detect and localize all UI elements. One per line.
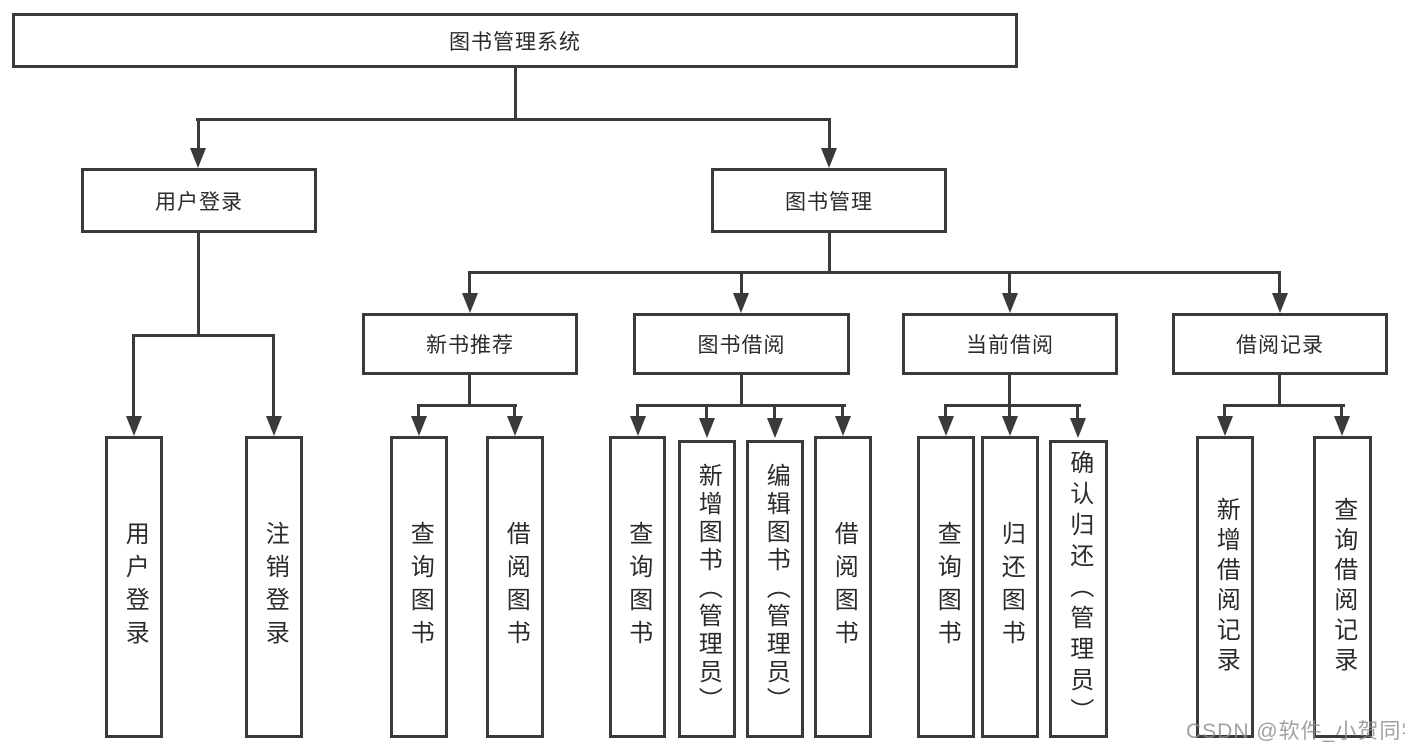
node-root: 图书管理系统 xyxy=(12,13,1018,68)
node-new-book-recommend: 新书推荐 xyxy=(362,313,578,375)
leaf-confirm-return-admin: 确认归还（管理员） xyxy=(1049,440,1108,738)
leaf-confirm-return-admin-label: 确认归还（管理员） xyxy=(1065,449,1093,729)
leaf-add-books-admin-label: 新增图书（管理员） xyxy=(694,463,722,715)
arrow-down-icon xyxy=(835,416,851,436)
node-user-login-label: 用户登录 xyxy=(155,190,243,214)
connector-vline xyxy=(514,68,517,120)
connector-vline xyxy=(636,404,639,420)
connector-hline xyxy=(417,404,517,407)
arrow-down-icon xyxy=(266,416,282,436)
connector-hline xyxy=(468,271,1281,274)
connector-vline xyxy=(513,404,516,420)
leaf-current-query-books-label: 查询图书 xyxy=(933,521,961,653)
arrow-down-icon xyxy=(1002,293,1018,313)
connector-vline xyxy=(468,271,471,297)
arrow-down-icon xyxy=(507,416,523,436)
node-new-book-recommend-label: 新书推荐 xyxy=(426,334,514,357)
leaf-edit-books-admin-label: 编辑图书（管理员） xyxy=(762,463,790,715)
connector-vline xyxy=(1340,404,1343,420)
connector-vline xyxy=(1076,404,1079,420)
leaf-recommend-query-books-label: 查询图书 xyxy=(406,521,434,653)
leaf-borrowing-query-books: 查询图书 xyxy=(609,436,666,738)
connector-vline xyxy=(197,233,200,337)
connector-vline xyxy=(197,118,200,152)
node-user-login: 用户登录 xyxy=(81,168,317,233)
connector-vline xyxy=(740,375,743,407)
node-root-label: 图书管理系统 xyxy=(449,30,581,54)
connector-vline xyxy=(828,233,831,274)
connector-vline xyxy=(828,118,831,152)
connector-vline xyxy=(1223,404,1226,420)
leaf-recommend-query-books: 查询图书 xyxy=(390,436,448,738)
arrow-down-icon xyxy=(126,416,142,436)
leaf-logout-label: 注销登录 xyxy=(261,521,289,653)
leaf-current-query-books: 查询图书 xyxy=(917,436,975,738)
arrow-down-icon xyxy=(733,293,749,313)
leaf-borrowing-borrow-books: 借阅图书 xyxy=(814,436,872,738)
connector-vline xyxy=(841,404,844,420)
connector-vline xyxy=(1008,404,1011,420)
csdn-watermark: CSDN @软件_小贺同学 xyxy=(1186,720,1405,743)
arrow-down-icon xyxy=(938,416,954,436)
arrow-down-icon xyxy=(411,416,427,436)
connector-vline xyxy=(1278,271,1281,297)
connector-vline xyxy=(944,404,947,420)
connector-hline xyxy=(636,404,846,407)
connector-hline xyxy=(132,334,275,337)
leaf-recommend-borrow-books-label: 借阅图书 xyxy=(502,521,530,653)
connector-vline xyxy=(740,271,743,297)
leaf-return-books-label: 归还图书 xyxy=(997,521,1025,653)
node-book-management-label: 图书管理 xyxy=(785,190,873,214)
leaf-return-books: 归还图书 xyxy=(981,436,1039,738)
connector-vline xyxy=(272,334,275,420)
leaf-logout: 注销登录 xyxy=(245,436,303,738)
node-book-borrowing: 图书借阅 xyxy=(633,313,850,375)
connector-vline xyxy=(132,334,135,420)
leaf-query-borrow-record: 查询借阅记录 xyxy=(1313,436,1372,738)
connector-hline xyxy=(196,118,831,121)
connector-vline xyxy=(1008,375,1011,407)
node-borrowing-records: 借阅记录 xyxy=(1172,313,1388,375)
node-borrowing-records-label: 借阅记录 xyxy=(1236,334,1324,357)
connector-vline xyxy=(1008,271,1011,297)
leaf-query-borrow-record-label: 查询借阅记录 xyxy=(1329,497,1357,677)
arrow-down-icon xyxy=(821,148,837,168)
arrow-down-icon xyxy=(190,148,206,168)
connector-hline xyxy=(944,404,1081,407)
leaf-add-borrow-record: 新增借阅记录 xyxy=(1196,436,1254,738)
connector-vline xyxy=(705,404,708,420)
leaf-add-borrow-record-label: 新增借阅记录 xyxy=(1212,497,1240,677)
node-current-borrowing-label: 当前借阅 xyxy=(966,334,1054,357)
node-book-management: 图书管理 xyxy=(711,168,947,233)
node-current-borrowing: 当前借阅 xyxy=(902,313,1118,375)
arrow-down-icon xyxy=(1217,416,1233,436)
leaf-borrowing-borrow-books-label: 借阅图书 xyxy=(830,521,858,653)
arrow-down-icon xyxy=(1272,293,1288,313)
arrow-down-icon xyxy=(1070,418,1086,438)
arrow-down-icon xyxy=(1002,416,1018,436)
leaf-recommend-borrow-books: 借阅图书 xyxy=(486,436,544,738)
leaf-borrowing-query-books-label: 查询图书 xyxy=(624,521,652,653)
connector-vline xyxy=(417,404,420,420)
connector-hline xyxy=(1223,404,1345,407)
node-book-borrowing-label: 图书借阅 xyxy=(697,334,786,357)
leaf-edit-books-admin: 编辑图书（管理员） xyxy=(746,440,804,738)
connector-vline xyxy=(773,404,776,420)
arrow-down-icon xyxy=(767,418,783,438)
arrow-down-icon xyxy=(699,418,715,438)
arrow-down-icon xyxy=(1334,416,1350,436)
arrow-down-icon xyxy=(462,293,478,313)
leaf-user-login-label: 用户登录 xyxy=(121,521,149,653)
leaf-add-books-admin: 新增图书（管理员） xyxy=(678,440,736,738)
leaf-user-login: 用户登录 xyxy=(105,436,163,738)
connector-vline xyxy=(1278,375,1281,407)
connector-vline xyxy=(468,375,471,407)
arrow-down-icon xyxy=(630,416,646,436)
